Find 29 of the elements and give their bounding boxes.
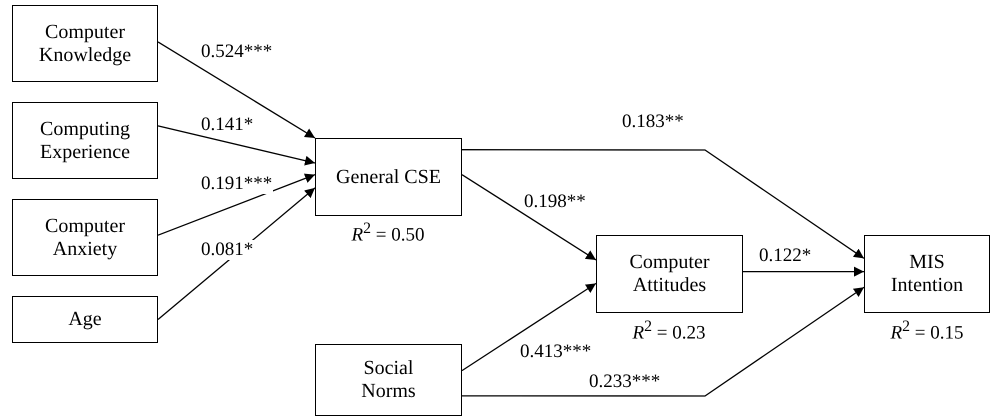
arrow [743,266,864,277]
path-coefficient: 0.081* [200,240,254,260]
variable-box [12,102,158,179]
variable-name: Computer Knowledge [38,20,132,66]
variable-name: Computer Anxiety [44,214,126,260]
variable-box [596,235,743,313]
variable-name: Computer Attitudes [628,251,710,297]
variable-box [12,199,158,276]
variable-name: Age [68,308,102,331]
r-squared-label: R$^{2}$ = 0.23 [632,318,706,344]
variable-box [315,344,462,416]
variable-box [315,138,462,216]
r-squared-label: R$^{2}$ = 0.50 [350,220,426,246]
arrow [158,41,316,139]
arrow [462,174,596,260]
arrow [462,286,864,397]
r-squared-label: R$^{2}$ = 0.15 [890,318,964,344]
variable-name: Social Norms [360,357,417,403]
variable-box [864,235,990,313]
arrow [158,125,316,166]
arrow [462,282,596,372]
variable-box [12,5,158,82]
variable-name: Computing Experience [38,118,131,164]
variable-box [12,296,158,343]
variable-name: General CSE [336,166,441,188]
variable-name: MIS Intention [890,251,964,297]
arrow [158,174,316,236]
path-coefficient: 0.191*** [200,174,274,194]
arrow [462,149,864,259]
